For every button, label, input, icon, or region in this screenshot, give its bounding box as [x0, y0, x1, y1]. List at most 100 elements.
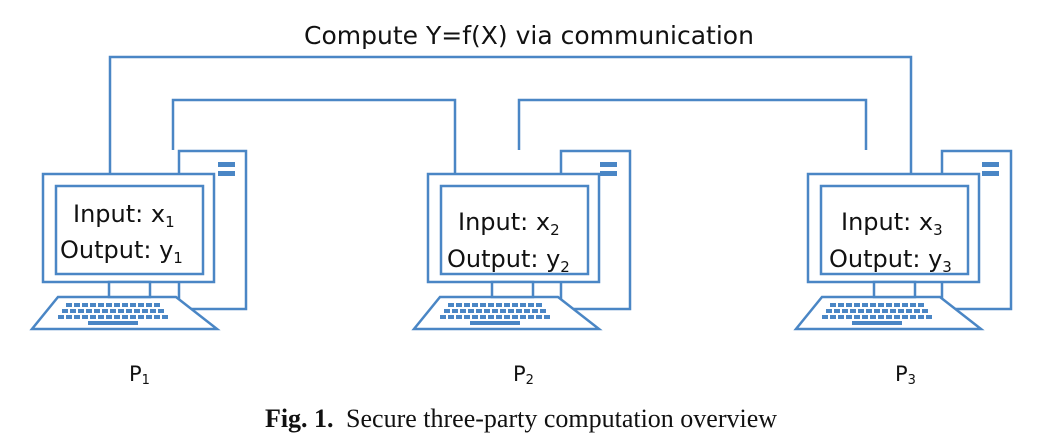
keyboard-key	[870, 315, 876, 319]
keyboard-key	[850, 309, 856, 313]
keyboard-key	[122, 315, 128, 319]
keyboard-key	[94, 309, 100, 313]
link-p2-p3	[517, 98, 868, 150]
keyboard-key	[830, 303, 836, 307]
keyboard-key	[66, 315, 72, 319]
party-3-computer: Input: x3 Output: y3	[793, 149, 1013, 331]
keyboard-key	[926, 315, 932, 319]
keyboard-key	[866, 309, 872, 313]
party-3-label: P3	[895, 362, 916, 388]
keyboard-key	[82, 315, 88, 319]
keyboard-key	[480, 303, 486, 307]
keyboard-key	[158, 309, 164, 313]
keyboard-key	[110, 309, 116, 313]
keyboard-key	[452, 309, 458, 313]
keyboard-key	[890, 309, 896, 313]
keyboard-key	[922, 309, 928, 313]
keyboard-key	[886, 315, 892, 319]
keyboard-key	[130, 315, 136, 319]
keyboard-key	[488, 303, 494, 307]
keyboard-key	[98, 303, 104, 307]
keyboard-spacebar	[88, 321, 138, 325]
keyboard-key	[74, 315, 80, 319]
keyboard-key	[138, 303, 144, 307]
drive-slot	[218, 162, 235, 167]
keyboard-key	[834, 309, 840, 313]
keyboard-key	[918, 303, 924, 307]
monitor-screen	[819, 184, 970, 276]
keyboard-key	[448, 303, 454, 307]
figure-caption: Fig. 1. Secure three-party computation o…	[265, 404, 777, 433]
keyboard-key	[468, 309, 474, 313]
keyboard-key	[882, 309, 888, 313]
keyboard-keys	[58, 303, 168, 325]
link-p1-p2	[171, 98, 457, 175]
party-2-output: Output: y2	[447, 245, 570, 276]
keyboard-key	[480, 315, 486, 319]
keyboard-key	[902, 303, 908, 307]
keyboard-key	[488, 315, 494, 319]
keyboard-key	[146, 303, 152, 307]
keyboard-key	[472, 303, 478, 307]
keyboard-key	[914, 309, 920, 313]
keyboard-key	[854, 303, 860, 307]
keyboard-key	[70, 309, 76, 313]
keyboard-key	[492, 309, 498, 313]
keyboard-key	[516, 309, 522, 313]
keyboard-key	[146, 315, 152, 319]
keyboard-key	[906, 309, 912, 313]
keyboard-key	[138, 315, 144, 319]
keyboard-key	[838, 315, 844, 319]
keyboard-key	[910, 303, 916, 307]
keyboard-key	[894, 315, 900, 319]
keyboard-key	[114, 315, 120, 319]
keyboard-key	[822, 315, 828, 319]
keyboard-key	[130, 303, 136, 307]
drive-slot	[600, 171, 617, 176]
keyboard-key	[464, 303, 470, 307]
keyboard-key	[154, 303, 160, 307]
keyboard-key	[126, 309, 132, 313]
drive-slot	[218, 171, 235, 176]
keyboard-key	[528, 315, 534, 319]
keyboard-key	[874, 309, 880, 313]
keyboard-key	[150, 309, 156, 313]
drive-slot	[982, 171, 999, 176]
keyboard-key	[118, 309, 124, 313]
keyboard-key	[90, 315, 96, 319]
keyboard-key	[918, 315, 924, 319]
keyboard-key	[544, 315, 550, 319]
keyboard-key	[98, 315, 104, 319]
keyboard-key	[512, 315, 518, 319]
link-p1-p3	[108, 55, 913, 175]
party-1-computer: Input: x1 Output: y1	[29, 149, 248, 331]
keyboard-key	[476, 309, 482, 313]
keyboard-key	[846, 303, 852, 307]
monitor-stand	[107, 280, 152, 299]
keyboard-key	[826, 309, 832, 313]
keyboard-key	[854, 315, 860, 319]
keyboard-key	[520, 315, 526, 319]
keyboard-key	[910, 315, 916, 319]
keyboard-key	[898, 309, 904, 313]
party-3-output: Output: y3	[829, 245, 952, 276]
keyboard-key	[496, 303, 502, 307]
keyboard-key	[66, 303, 72, 307]
keyboard-key	[878, 303, 884, 307]
keyboard-key	[536, 315, 542, 319]
drive-slot	[600, 162, 617, 167]
keyboard-spacebar	[852, 321, 902, 325]
keyboard-key	[58, 315, 64, 319]
keyboard-key	[886, 303, 892, 307]
keyboard-key	[902, 315, 908, 319]
keyboard-key	[464, 315, 470, 319]
keyboard-key	[62, 309, 68, 313]
keyboard-key	[444, 309, 450, 313]
monitor-stand	[872, 280, 917, 299]
keyboard-key	[512, 303, 518, 307]
diagram-title: Compute Y=f(X) via communication	[304, 21, 754, 50]
keyboard-key	[846, 315, 852, 319]
keyboard-key	[496, 315, 502, 319]
keyboard-key	[484, 309, 490, 313]
